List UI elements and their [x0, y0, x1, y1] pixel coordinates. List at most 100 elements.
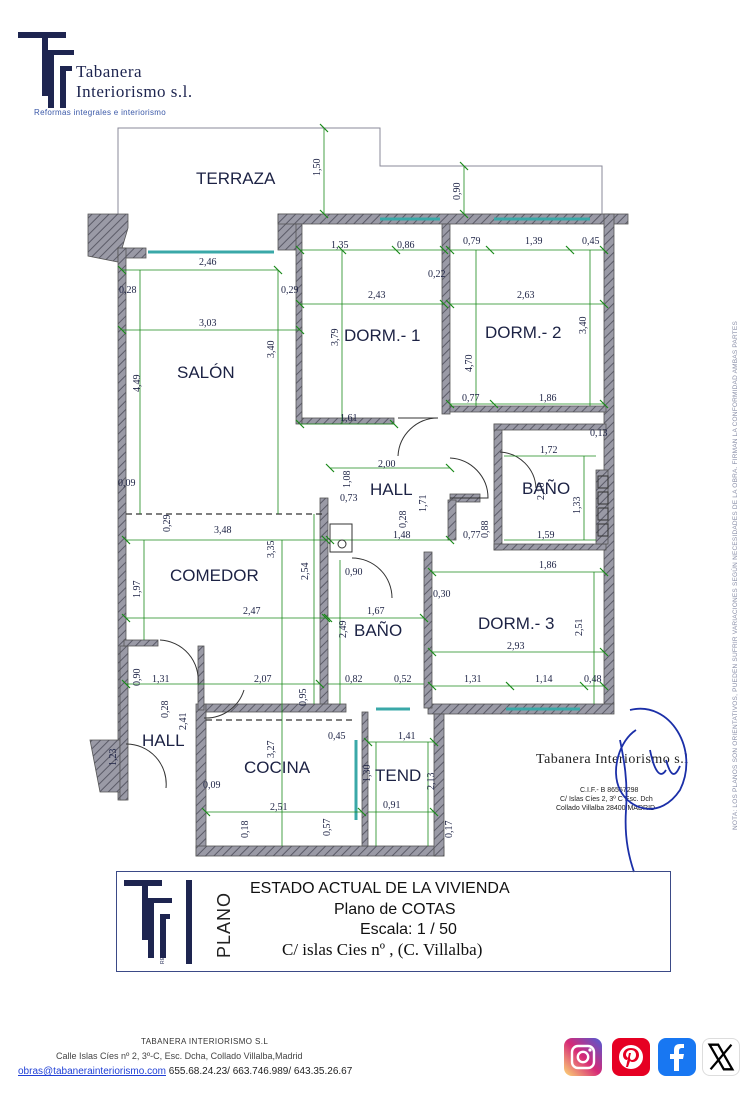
room-hall-center: HALL [370, 480, 413, 499]
room-bano-mid: BAÑO [354, 621, 403, 640]
stamp-cif: C.I.F.- B 86557298 [580, 787, 639, 794]
dim-label: 1,31 [464, 674, 482, 685]
title-line-1: ESTADO ACTUAL DE LA VIVIENDA [250, 880, 510, 897]
door-swings [125, 417, 537, 789]
dim-label: 2,10 [536, 482, 547, 501]
dim-label: 2,63 [517, 290, 535, 301]
signature-mark [615, 707, 688, 873]
dim-label: 1,86 [539, 393, 557, 404]
dim-label: 0,28 [119, 285, 137, 296]
terrace-outline [117, 127, 603, 216]
floor-plan [87, 123, 629, 857]
dim-label: 1,33 [572, 496, 583, 515]
stamp-name: Tabanera Interiorismo s.l [536, 752, 689, 767]
room-terraza: TERRAZA [196, 169, 276, 188]
footer-contact: obras@tabanerainteriorismo.com 655.68.24… [18, 1066, 352, 1077]
dim-label: 0,90 [345, 567, 363, 578]
footer-phones: 655.68.24.23/ 663.746.989/ 643.35.26.67 [166, 1066, 353, 1077]
dim-label: 0,29 [281, 285, 299, 296]
room-dorm1: DORM.- 1 [344, 326, 421, 345]
dim-label: 0,48 [584, 674, 602, 685]
demolition-lines [126, 513, 352, 721]
title-block [116, 871, 671, 972]
brand-tagline: Reformas integrales e interiorismo [34, 108, 167, 117]
stamp-details: C.I.F.- B 86557298 C/ Islas Cíes 2, 3º C… [556, 786, 655, 813]
dim-label: 2,41 [178, 712, 189, 731]
brand-name-line1: Tabanera [76, 62, 143, 81]
dim-label: 0,77 [462, 393, 480, 404]
dim-label: 2,51 [270, 802, 288, 813]
dim-label: 2,51 [574, 618, 585, 637]
footer-email-link[interactable]: obras@tabanerainteriorismo.com [18, 1066, 166, 1077]
dim-label: 1,61 [340, 413, 358, 424]
dim-label: 2,49 [338, 620, 349, 639]
dim-label: 0,09 [203, 780, 221, 791]
dim-label: 3,40 [266, 340, 277, 359]
dim-label: 0,90 [452, 182, 463, 201]
stamp-city: Collado Villalba 28400 MADRID [556, 805, 656, 812]
dim-label: 3,03 [199, 318, 217, 329]
dim-label: 2,46 [199, 257, 217, 268]
dim-label: 1,41 [398, 731, 416, 742]
dim-label: 1,86 [539, 560, 557, 571]
dim-label: 1,71 [418, 494, 429, 513]
walls [87, 213, 629, 857]
dim-label: 3,79 [330, 328, 341, 347]
dim-label: 1,39 [525, 236, 543, 247]
dim-label: 0,28 [160, 700, 171, 719]
bathroom-fixtures [329, 475, 609, 553]
dim-label: 4,70 [464, 354, 475, 373]
dim-label: 2,00 [378, 459, 396, 470]
dim-label: 1,35 [331, 240, 349, 251]
dim-label: 1,14 [535, 674, 553, 685]
title-block-logo-text: REFORMAS [160, 931, 166, 964]
instagram-icon[interactable] [564, 1038, 602, 1076]
dim-label: 0,22 [428, 269, 446, 280]
facebook-icon[interactable] [658, 1038, 696, 1076]
dim-label: 2,07 [254, 674, 272, 685]
dim-label: 1,08 [342, 470, 353, 489]
windows [148, 217, 590, 820]
dim-label: 1,48 [393, 530, 411, 541]
dim-label: 2,43 [368, 290, 386, 301]
dim-label: 0,95 [298, 688, 309, 707]
dim-label: 0,79 [463, 236, 481, 247]
dim-label: 2,54 [300, 562, 311, 581]
title-line-2: Plano de COTAS [334, 901, 456, 918]
dim-label: 0,90 [132, 668, 143, 687]
dim-label: 1,97 [132, 580, 143, 599]
dim-label: 1,30 [362, 764, 373, 783]
x-icon[interactable] [702, 1038, 740, 1076]
dim-label: 0,45 [328, 731, 346, 742]
dim-label: 1,50 [312, 158, 323, 177]
room-dorm3: DORM.- 3 [478, 614, 555, 633]
dim-label: 0,88 [480, 520, 491, 539]
dim-label: 0,45 [582, 236, 600, 247]
dim-label: 1,23 [108, 748, 119, 767]
dim-label: 4,49 [132, 374, 143, 393]
dim-label: 3,40 [578, 316, 589, 335]
dim-label: 0,13 [590, 428, 608, 439]
dim-label: 2,93 [507, 641, 525, 652]
dim-label: 0,73 [340, 493, 358, 504]
brand-name: Tabanera Interiorismo s.l. [76, 62, 193, 102]
room-hall-left: HALL [142, 731, 185, 750]
dim-label: 1,67 [367, 606, 385, 617]
dimension-lines [122, 128, 604, 846]
dim-label: 0,91 [383, 800, 401, 811]
dim-label: 0,52 [394, 674, 412, 685]
stamp-address: C/ Islas Cíes 2, 3º C Esc. Dch [560, 796, 653, 803]
room-dorm2: DORM.- 2 [485, 323, 562, 342]
company-logo [18, 32, 74, 108]
dim-label: 0,57 [322, 818, 333, 837]
dim-label: 3,27 [266, 740, 277, 759]
dim-label: 2,13 [426, 772, 437, 791]
dim-label: 0,09 [118, 478, 136, 489]
title-block-logo [124, 880, 192, 964]
dim-label: 0,82 [345, 674, 363, 685]
dim-label: 0,18 [240, 820, 251, 839]
room-tend: TEND [375, 766, 422, 785]
title-line-3: Escala: 1 / 50 [360, 921, 457, 938]
dim-label: 0,77 [463, 530, 481, 541]
pinterest-icon[interactable] [612, 1038, 650, 1076]
